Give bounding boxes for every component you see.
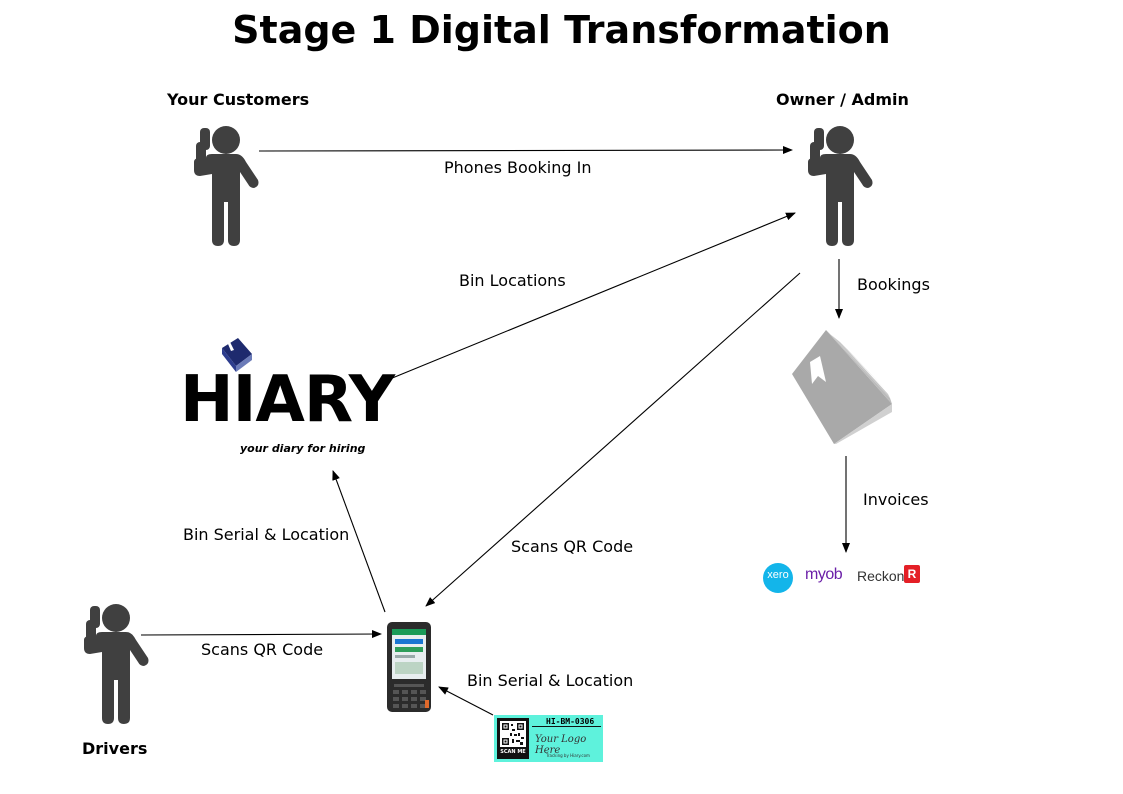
reckon-badge-icon: R <box>904 565 920 583</box>
label-bookings: Bookings <box>857 275 930 294</box>
customer-person-icon <box>194 126 259 246</box>
xero-logo-text: xero <box>767 569 789 581</box>
qr-code-icon <box>497 718 529 759</box>
driver-person-icon <box>84 604 149 724</box>
qr-tag-divider <box>532 726 601 727</box>
qr-tag-footer: Tracking by Hiary.com <box>546 753 590 758</box>
hiary-wordmark: HIARY <box>180 363 395 437</box>
arrow-scans-qr-owner <box>425 272 801 607</box>
myob-logo: myob <box>805 566 843 583</box>
arrow-phones-booking <box>258 146 793 155</box>
qr-tag-logo-placeholder: Your Logo Here <box>535 734 587 756</box>
label-invoices: Invoices <box>863 490 929 509</box>
qr-scan-me: SCAN ME <box>500 749 526 755</box>
bookings-book-icon <box>792 330 892 444</box>
hiary-tagline: your diary for hiring <box>240 442 366 455</box>
qr-bin-tag: SCAN ME HI-BM-0306 Your Logo Here Tracki… <box>494 715 603 762</box>
label-scans-qr-owner: Scans QR Code <box>511 537 634 556</box>
arrow-serial-to-hiary <box>332 470 386 613</box>
label-bin-serial-location-tag: Bin Serial & Location <box>467 671 634 690</box>
label-scans-qr-driver: Scans QR Code <box>201 640 324 659</box>
reckon-logo: Reckon <box>857 568 905 584</box>
arrow-driver-scans <box>140 630 382 639</box>
owner-label: Owner / Admin <box>776 90 909 109</box>
label-phones-booking: Phones Booking In <box>444 158 592 177</box>
arrow-tag-to-device <box>438 686 494 716</box>
label-bin-locations: Bin Locations <box>459 271 566 290</box>
owner-person-icon <box>808 126 873 246</box>
drivers-label: Drivers <box>82 739 148 758</box>
arrow-bin-locations <box>384 212 796 382</box>
label-bin-serial-location-up: Bin Serial & Location <box>183 525 350 544</box>
customers-label: Your Customers <box>167 90 310 109</box>
hiary-book-icon <box>222 338 252 372</box>
hiary-logo: HIARY your diary for hiring <box>176 336 395 460</box>
qr-tag-serial: HI-BM-0306 <box>546 717 595 726</box>
diagram-title: Stage 1 Digital Transformation <box>232 8 891 52</box>
xero-logo <box>763 563 793 593</box>
handheld-scanner-icon <box>387 622 431 712</box>
